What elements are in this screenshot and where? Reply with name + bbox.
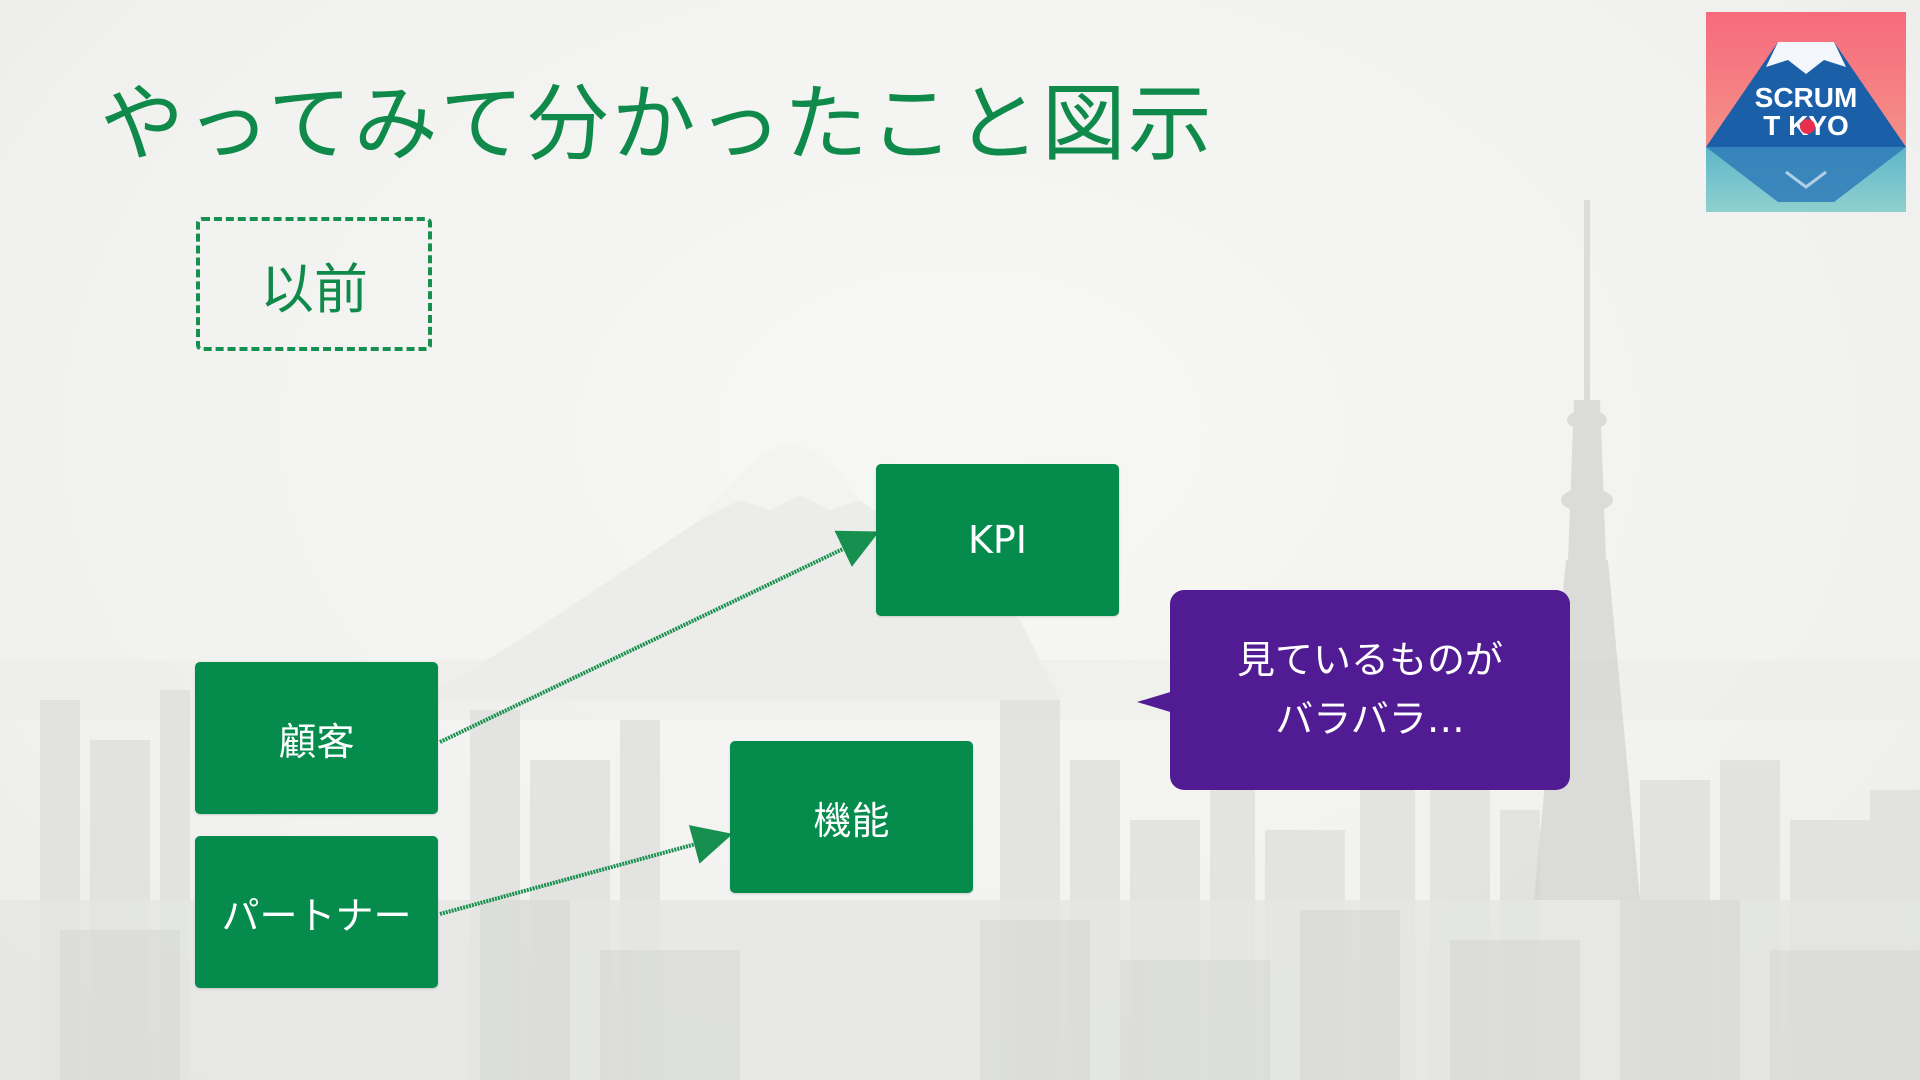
slide-title: やってみて分かったこと図示: [100, 75, 1214, 173]
customer-box-label: 顧客: [278, 719, 355, 764]
arrow-partner-to-feature: [439, 825, 733, 916]
partner-box-label: パートナー: [221, 893, 412, 938]
callout-line-1: 見ているものが: [1236, 638, 1503, 683]
before-label: 以前: [196, 217, 432, 351]
scrum-tokyo-logo: SCRUM T KYO: [1706, 12, 1906, 212]
kpi-box-label: KPI: [967, 518, 1028, 562]
kpi-box: KPI: [876, 464, 1119, 616]
callout-tail: [1137, 690, 1177, 714]
customer-box: 顧客: [195, 662, 438, 814]
callout-line-2: バラバラ…: [1275, 697, 1465, 741]
arrow-customer-to-kpi: [439, 530, 880, 744]
partner-box: パートナー: [195, 836, 438, 988]
feature-box: 機能: [730, 741, 973, 893]
feature-box-label: 機能: [813, 798, 890, 843]
speech-callout: 見ているものが バラバラ…: [1170, 590, 1570, 790]
logo-text-scrum: SCRUM: [1754, 82, 1858, 113]
logo-red-dot: [1800, 119, 1815, 134]
